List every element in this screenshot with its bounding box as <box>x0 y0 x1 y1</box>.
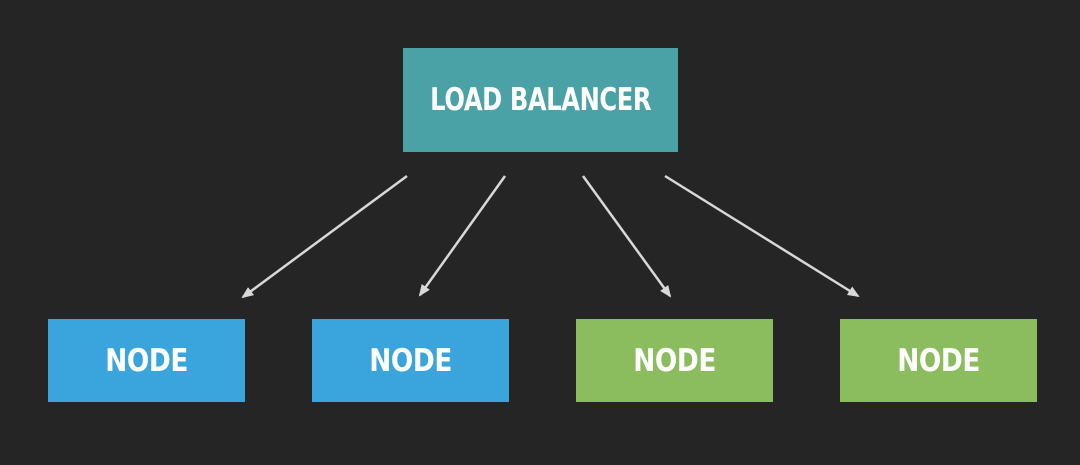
arrow-to-node-4 <box>664 174 860 298</box>
node-label-4: NODE <box>897 342 980 379</box>
load-balancer-box: LOAD BALANCER <box>403 48 678 152</box>
node-box-2: NODE <box>312 319 509 402</box>
node-box-1: NODE <box>48 319 245 402</box>
node-label-1: NODE <box>105 342 188 379</box>
node-box-4: NODE <box>840 319 1037 402</box>
arrow-to-node-1 <box>241 174 408 299</box>
load-balancer-label: LOAD BALANCER <box>430 82 651 118</box>
node-label-3: NODE <box>633 342 716 379</box>
arrow-to-node-2 <box>418 175 507 297</box>
node-label-2: NODE <box>369 342 452 379</box>
node-box-3: NODE <box>576 319 773 402</box>
arrow-to-node-3 <box>581 175 672 298</box>
